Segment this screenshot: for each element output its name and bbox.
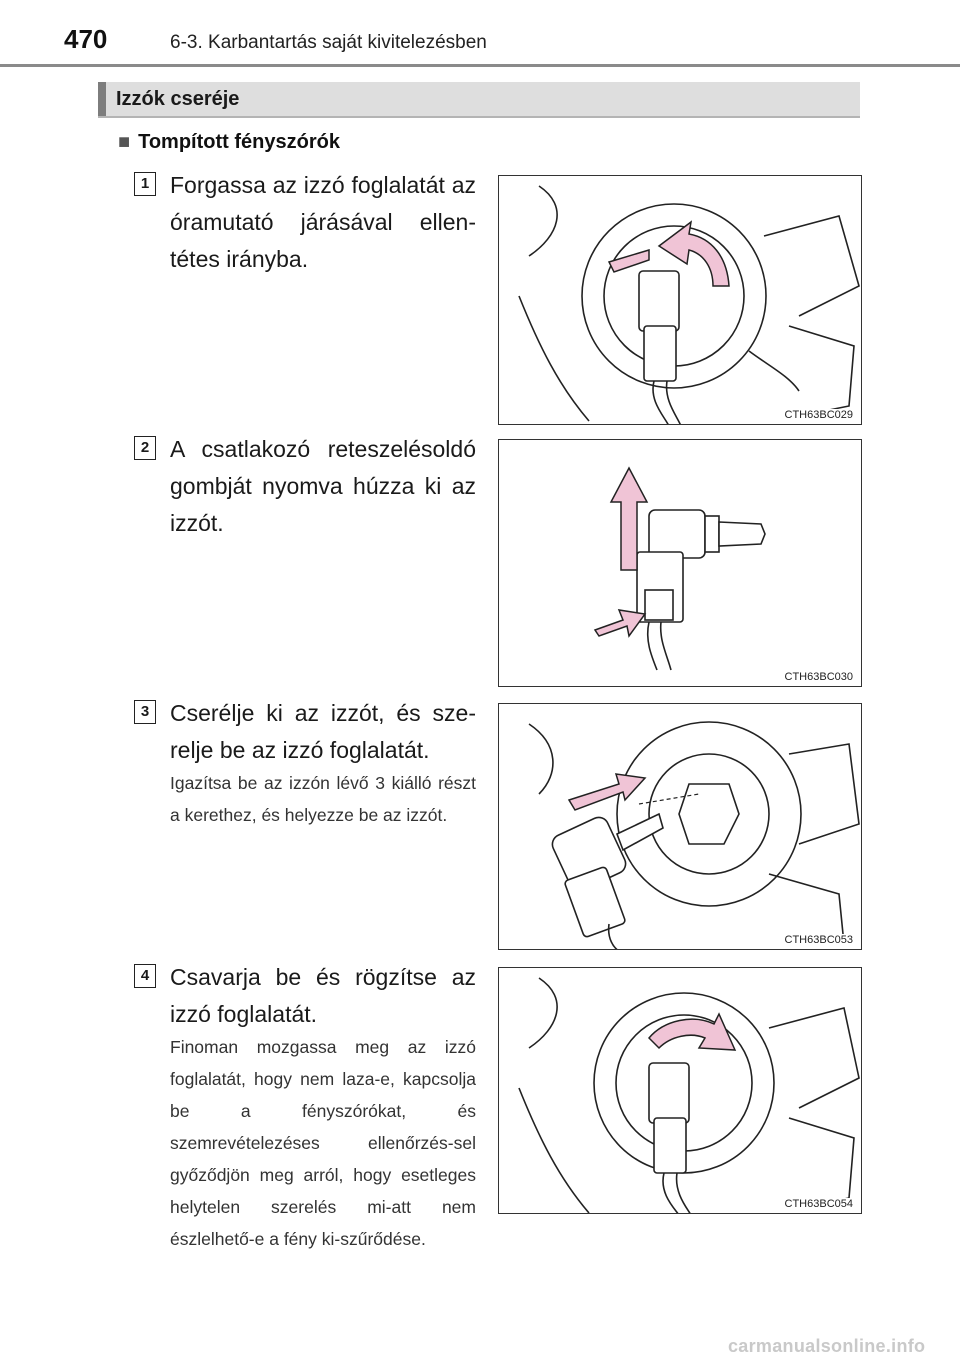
square-bullet-icon: ■ bbox=[118, 131, 131, 153]
rotate-socket-illustration bbox=[518, 185, 860, 424]
header-divider bbox=[0, 64, 960, 67]
tighten-socket-illustration bbox=[518, 977, 860, 1213]
figure-3: CTH63BC053 bbox=[498, 703, 862, 950]
figure-code-4: CTH63BC054 bbox=[782, 1198, 855, 1210]
counterclockwise-arrow-icon bbox=[657, 220, 730, 287]
step-text-3: Cserélje ki az izzót, és sze-relje be az… bbox=[170, 700, 476, 763]
figure-code-2: CTH63BC030 bbox=[782, 671, 855, 683]
figure-code-1: CTH63BC029 bbox=[782, 409, 855, 421]
remove-bulb-illustration bbox=[593, 466, 766, 671]
subheading-title: Tompított fényszórók bbox=[138, 131, 340, 153]
subheading: ■ Tompított fényszórók bbox=[118, 131, 340, 154]
page-number: 470 bbox=[64, 24, 108, 54]
press-release-arrow-icon bbox=[593, 609, 647, 638]
pull-up-arrow-icon bbox=[609, 466, 649, 571]
figure-1: CTH63BC029 bbox=[498, 175, 862, 425]
section-accent bbox=[98, 82, 106, 116]
section-title-bar: Izzók cseréje bbox=[98, 82, 860, 118]
step-text-1: Forgassa az izzó foglalatát az óramutató… bbox=[170, 172, 476, 272]
install-bulb-illustration bbox=[528, 721, 860, 949]
figure-2: CTH63BC030 bbox=[498, 439, 862, 687]
step-text-2: A csatlakozó reteszelésoldó gombját nyom… bbox=[170, 436, 476, 536]
step-number-1: 1 bbox=[134, 172, 156, 196]
clockwise-arrow-icon bbox=[647, 1012, 737, 1051]
chapter-title: 6-3. Karbantartás saját kivitelezésben bbox=[170, 32, 487, 53]
step-text-4: Csavarja be és rögzítse az izzó foglalat… bbox=[170, 964, 476, 1027]
watermark-logo: carmanualsonline.info bbox=[728, 1336, 926, 1356]
figure-code-3: CTH63BC053 bbox=[782, 934, 855, 946]
step-number-3: 3 bbox=[134, 700, 156, 724]
step-number-4: 4 bbox=[134, 964, 156, 988]
step-note-4: Finoman mozgassa meg az izzó foglalatát,… bbox=[170, 1037, 476, 1249]
insert-direction-arrow-icon bbox=[567, 773, 647, 811]
section-title: Izzók cseréje bbox=[116, 88, 240, 110]
step-note-3: Igazítsa be az izzón lévő 3 kiálló részt… bbox=[170, 773, 476, 825]
step-number-2: 2 bbox=[134, 436, 156, 460]
page-header: 470 6-3. Karbantartás saját kivitelezésb… bbox=[0, 0, 960, 70]
figure-4: CTH63BC054 bbox=[498, 967, 862, 1214]
